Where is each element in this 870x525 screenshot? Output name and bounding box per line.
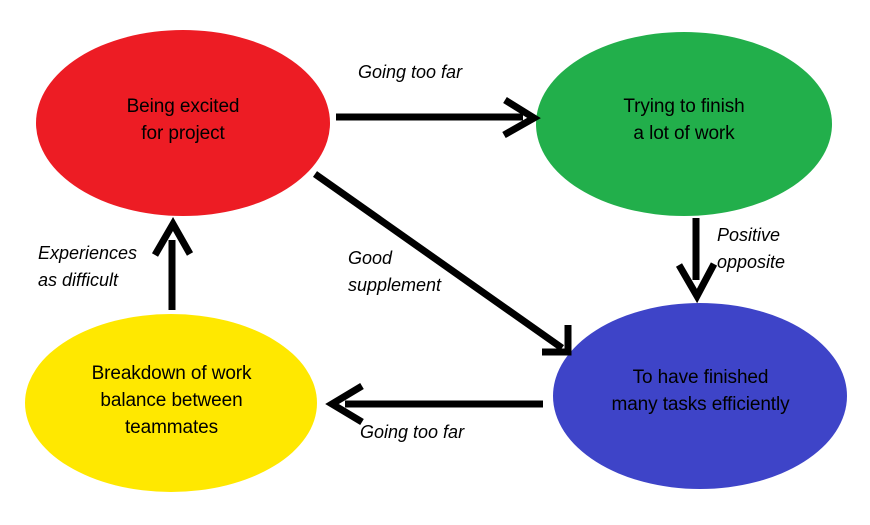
arrow-breakdown-to-excited — [151, 216, 194, 310]
arrow-excited-to-trying — [336, 97, 541, 139]
arrow-head — [542, 325, 572, 356]
node-ellipse-trying-to-finish[interactable] — [536, 32, 832, 216]
edge-label-finished-to-breakdown: Going too far — [360, 422, 465, 442]
node-ellipse-breakdown-balance[interactable] — [25, 314, 317, 492]
arrow-head — [325, 382, 364, 426]
edge-label-excited-to-finished: Good supplement — [348, 248, 442, 295]
arrow-head — [151, 216, 194, 257]
edge-label-trying-to-finished: Positive opposite — [717, 225, 786, 272]
arrow-trying-to-finished — [675, 218, 718, 304]
arrow-shaft — [312, 171, 565, 351]
arrow-head — [502, 97, 541, 139]
edge-label-breakdown-to-excited: Experiences as difficult — [38, 243, 138, 290]
arrow-excited-to-finished — [312, 171, 572, 356]
arrow-head — [675, 262, 718, 304]
edge-label-excited-to-trying: Going too far — [358, 62, 463, 82]
node-ellipse-finished-efficiently[interactable] — [553, 303, 847, 489]
arrow-finished-to-breakdown — [325, 382, 543, 426]
node-ellipse-being-excited[interactable] — [36, 30, 330, 216]
